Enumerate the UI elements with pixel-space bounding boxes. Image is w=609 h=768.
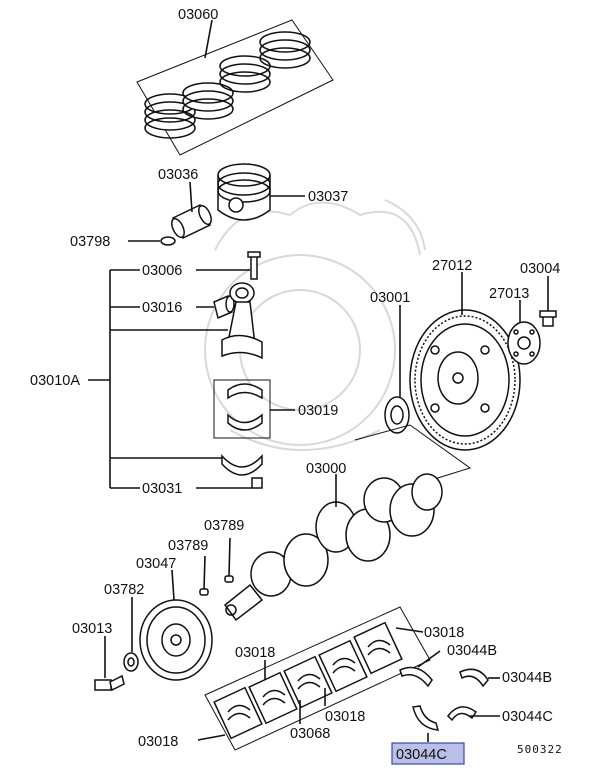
main-bearing-set[interactable] xyxy=(204,606,431,751)
con-rod-nut[interactable] xyxy=(251,477,263,489)
label-03010A: 03010A xyxy=(30,373,80,389)
label-03044B-upper: 03044B xyxy=(447,643,497,659)
con-rod-cap[interactable] xyxy=(221,454,263,476)
label-03044B-right: 03044B xyxy=(502,670,552,686)
label-03031: 03031 xyxy=(142,481,182,497)
small-end-bushing[interactable] xyxy=(213,294,235,320)
label-03789-lower: 03789 xyxy=(168,538,208,554)
label-03789-upper: 03789 xyxy=(204,518,244,534)
rear-seal-plate[interactable] xyxy=(384,396,410,434)
label-03018-bottom: 03018 xyxy=(138,734,178,750)
label-03006: 03006 xyxy=(142,263,182,279)
label-03037: 03037 xyxy=(308,189,348,205)
label-03068: 03068 xyxy=(290,726,330,742)
crank-key-lower[interactable] xyxy=(199,588,209,596)
flywheel[interactable] xyxy=(409,309,521,451)
label-03044C-right: 03044C xyxy=(502,709,553,725)
con-rod-bolt[interactable] xyxy=(247,251,261,280)
label-27013: 27013 xyxy=(489,286,529,302)
flywheel-bolt[interactable] xyxy=(539,310,557,327)
con-rod-bearing-box xyxy=(213,379,271,439)
label-03782: 03782 xyxy=(104,582,144,598)
label-03000: 03000 xyxy=(306,461,346,477)
label-03036: 03036 xyxy=(158,167,198,183)
piston-ring-set[interactable] xyxy=(136,19,334,156)
label-03060: 03060 xyxy=(178,7,218,23)
con-rod-bearing[interactable] xyxy=(227,383,263,431)
crankshaft[interactable] xyxy=(223,473,443,622)
piston[interactable] xyxy=(217,163,271,221)
crank-key-upper[interactable] xyxy=(224,575,234,583)
label-03018-right: 03018 xyxy=(424,625,464,641)
highlighted-part-callout[interactable]: 03044C xyxy=(391,742,465,765)
label-03018-middle: 03018 xyxy=(325,709,365,725)
thrust-washer-03044C-right[interactable] xyxy=(447,706,478,722)
thrust-washer-03044C-left[interactable] xyxy=(412,705,440,731)
figure-number: 500322 xyxy=(517,743,563,756)
label-03001: 03001 xyxy=(370,290,410,306)
flywheel-plate[interactable] xyxy=(507,321,541,365)
label-03018-top: 03018 xyxy=(235,645,275,661)
pulley-bolt[interactable] xyxy=(94,674,125,692)
piston-pin[interactable] xyxy=(169,204,214,239)
crankshaft-pulley[interactable] xyxy=(139,599,213,681)
label-03798: 03798 xyxy=(70,234,110,250)
thrust-washer-03044B-left[interactable] xyxy=(399,666,433,688)
label-03004: 03004 xyxy=(520,261,560,277)
connecting-rod[interactable] xyxy=(221,282,263,360)
piston-pin-clip[interactable] xyxy=(160,236,176,246)
pulley-washer[interactable] xyxy=(123,652,139,672)
label-03013: 03013 xyxy=(72,621,112,637)
label-03047: 03047 xyxy=(136,556,176,572)
label-27012: 27012 xyxy=(432,258,472,274)
thrust-washer-03044B-right[interactable] xyxy=(459,668,489,688)
label-03019: 03019 xyxy=(298,403,338,419)
label-03016: 03016 xyxy=(142,300,182,316)
label-03044C-highlighted: 03044C xyxy=(396,747,447,763)
